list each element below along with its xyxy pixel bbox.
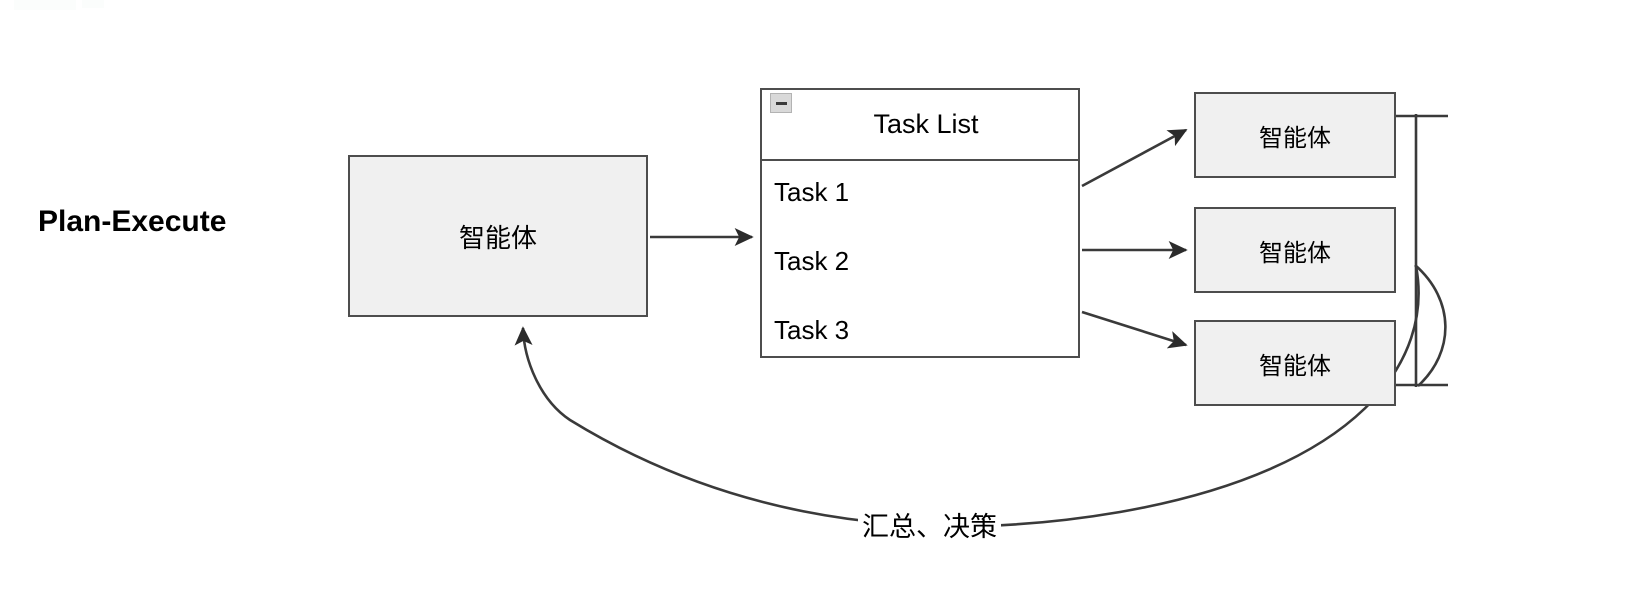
edge-tasklist-to-executor-3 <box>1081 310 1188 349</box>
planner-agent-label: 智能体 <box>458 222 537 253</box>
executor-agent-label: 智能体 <box>1259 239 1331 267</box>
executor-agent-node-1[interactable]: 智能体 <box>1194 92 1396 178</box>
diagram-title: Plan-Execute <box>38 205 227 238</box>
background-artifact <box>14 0 76 10</box>
task-list-item[interactable]: Task 1 <box>774 177 850 207</box>
executor-agent-label: 智能体 <box>1259 124 1331 152</box>
edge-tasklist-to-executor-1 <box>1081 128 1188 188</box>
planner-agent-node[interactable]: 智能体 <box>348 155 648 317</box>
edge-bus-bow <box>1414 264 1447 387</box>
executor-agent-node-2[interactable]: 智能体 <box>1194 207 1396 293</box>
executor-agent-node-3[interactable]: 智能体 <box>1194 320 1396 406</box>
executor-agent-label: 智能体 <box>1259 352 1331 380</box>
task-list-item[interactable]: Task 3 <box>774 315 850 345</box>
task-list-title: Task List <box>873 109 979 139</box>
task-list-header: Task List <box>762 90 1078 161</box>
task-list-item[interactable]: Task 2 <box>774 246 850 276</box>
minimize-icon[interactable] <box>770 93 792 113</box>
background-artifact-secondary <box>82 0 104 8</box>
task-list-body: Task 1 Task 2 Task 3 <box>762 161 1078 343</box>
task-list-panel[interactable]: Task List Task 1 Task 2 Task 3 <box>760 88 1080 358</box>
feedback-edge-label: 汇总、决策 <box>858 505 1001 544</box>
minimize-icon-bar <box>775 101 787 105</box>
